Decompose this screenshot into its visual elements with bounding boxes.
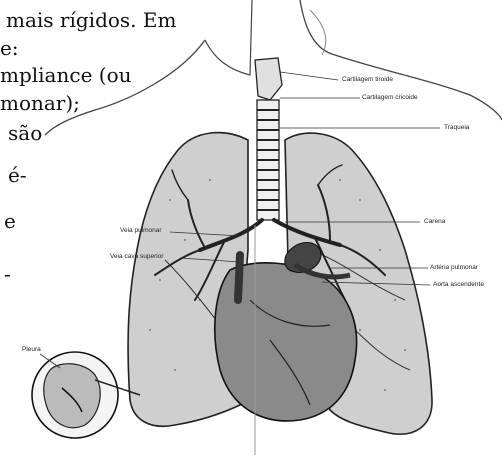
shoulder-right-outline	[300, 0, 502, 120]
neck-left-outline	[205, 0, 252, 75]
label-thyroid-cartilage: Cartilagem tiroide	[342, 76, 393, 83]
label-carina: Carena	[424, 218, 445, 225]
label-pulmonary-vein: Veia pulmonar	[120, 227, 162, 234]
neck-shading	[310, 10, 326, 55]
label-superior-vena-cava: Veia cava superior	[110, 253, 163, 260]
label-trachea: Traqueia	[444, 124, 469, 131]
shoulder-left-outline	[45, 40, 205, 135]
label-cricoid-cartilage: Cartilagem cricoide	[362, 94, 418, 101]
label-pulmonary-artery: Artéria pulmonar	[430, 264, 478, 271]
thyroid-cartilage	[255, 58, 282, 100]
label-pleura: Pleura	[22, 346, 41, 353]
label-ascending-aorta: Aorta ascendente	[433, 281, 484, 288]
